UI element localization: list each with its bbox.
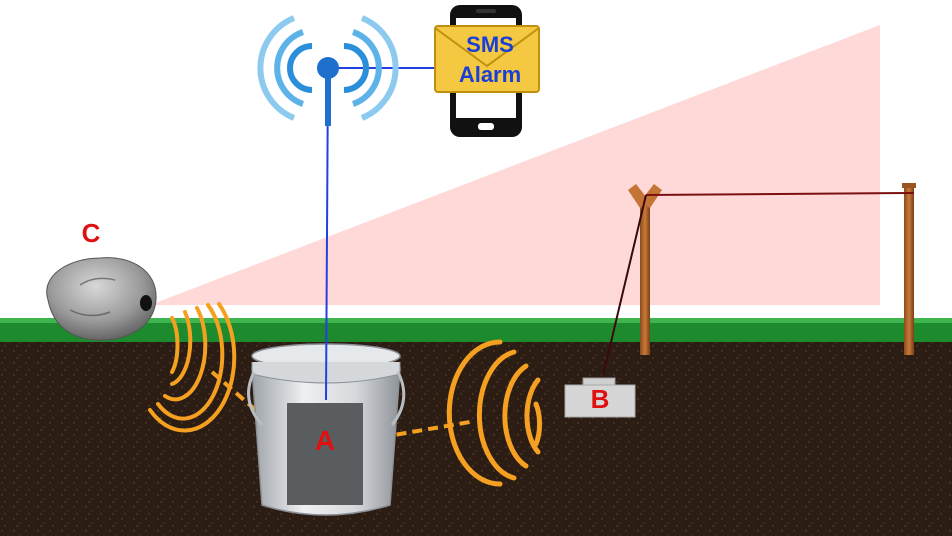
wifi-tower-icon	[257, 15, 399, 126]
soil	[0, 340, 952, 536]
sensor-box-icon	[564, 377, 636, 418]
tripwire	[645, 192, 915, 196]
sms-label-line1: SMS	[466, 32, 514, 57]
camera-lens	[140, 295, 152, 311]
label-b: B	[591, 384, 610, 414]
envelope-icon	[434, 25, 540, 93]
label-c: C	[82, 218, 101, 248]
detection-beam	[150, 25, 880, 305]
signal-waves-c	[148, 302, 237, 433]
fence-post-icon	[902, 183, 916, 355]
label-a: A	[315, 425, 335, 456]
signal-waves-b	[446, 339, 543, 487]
sms-label-line2: Alarm	[459, 62, 521, 87]
bucket-icon	[247, 343, 406, 516]
rock-camera-icon	[46, 257, 157, 341]
bucket-panel	[287, 403, 363, 505]
tripwire-pull-cord	[601, 194, 647, 381]
